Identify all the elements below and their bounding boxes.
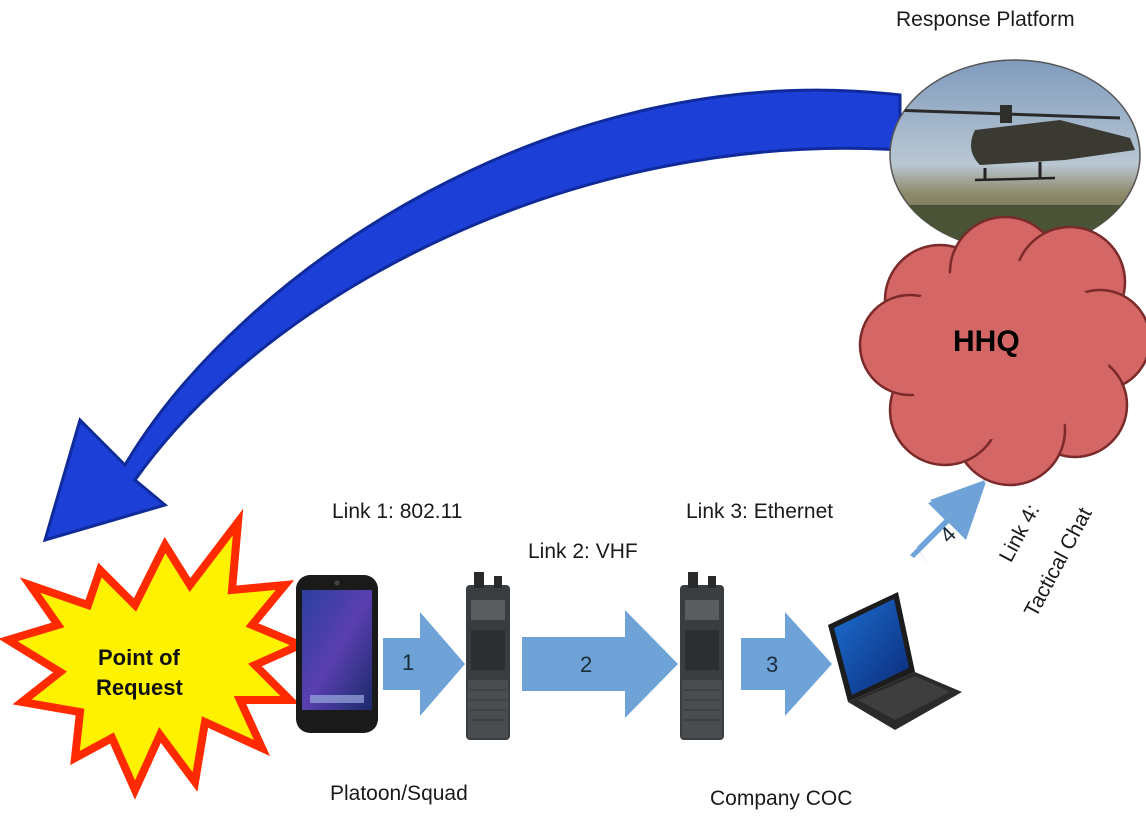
hhq-label: HHQ: [953, 325, 1020, 358]
laptop-icon: [828, 592, 962, 730]
link1-number: 1: [402, 650, 415, 675]
radio-icon: [466, 572, 510, 740]
link2-number: 2: [580, 652, 593, 677]
link1-arrow: [383, 612, 465, 716]
radio-icon: [680, 572, 724, 740]
point-of-request-label-line2: Request: [96, 675, 183, 700]
link2-label: Link 2: VHF: [528, 540, 638, 563]
hhq-cloud: [858, 215, 1146, 487]
smartphone-icon: [296, 575, 378, 733]
curved-return-arrow: [42, 88, 902, 543]
link2-arrow: [522, 610, 678, 718]
link3-number: 3: [766, 652, 779, 677]
link3-label: Link 3: Ethernet: [686, 500, 834, 523]
company-coc-label: Company COC: [710, 787, 853, 810]
link3-arrow: [741, 612, 832, 716]
link1-label: Link 1: 802.11: [332, 500, 463, 523]
response-platform-label: Response Platform: [896, 8, 1075, 31]
point-of-request-starburst: [0, 508, 311, 800]
point-of-request-label-line1: Point of: [98, 645, 180, 670]
platoon-squad-label: Platoon/Squad: [330, 782, 468, 805]
